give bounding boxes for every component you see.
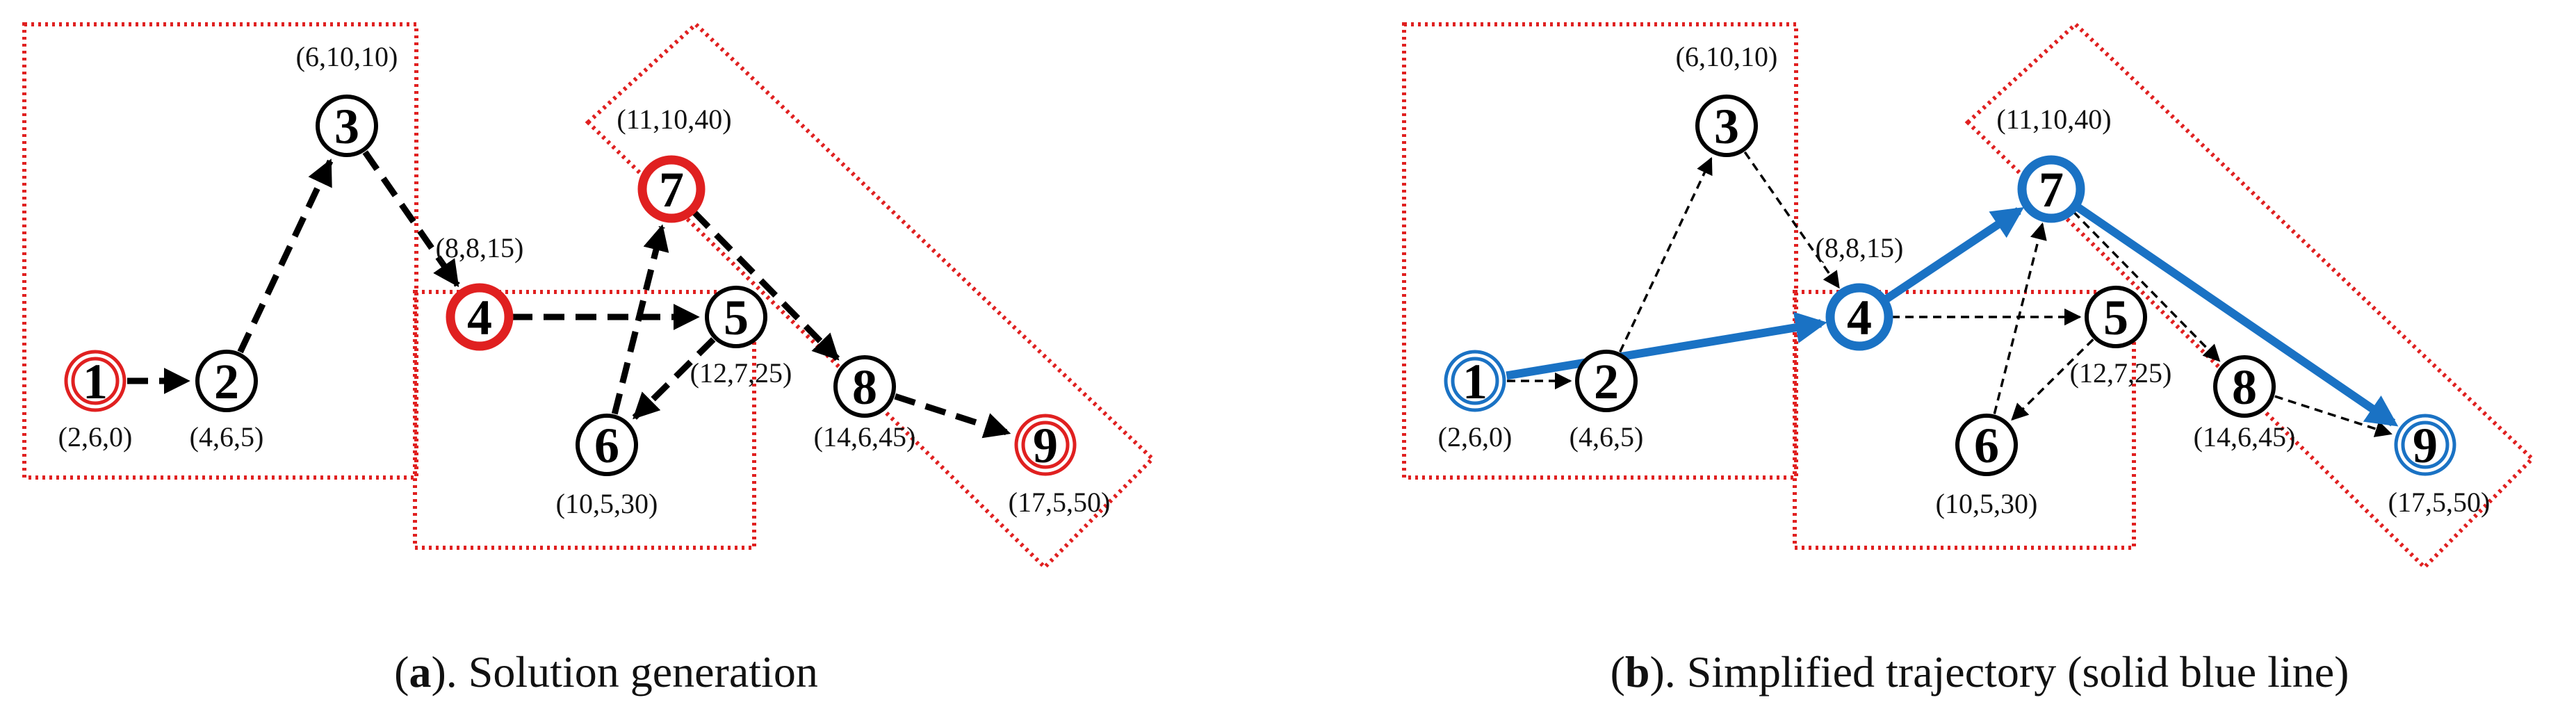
node-2-coordinate: (4,6,5) <box>190 421 264 453</box>
panel-b-region-boxes <box>1402 21 2536 571</box>
edge-6-to-7 <box>611 224 669 415</box>
node-8-label: 8 <box>852 359 877 415</box>
panel-b-caption: (b). Simplified trajectory (solid blue l… <box>1611 647 2349 697</box>
panel-b-edges <box>1506 151 2399 437</box>
node-4-coordinate: (8,8,15) <box>436 232 524 263</box>
node-1-coordinate: (2,6,0) <box>1438 421 1513 453</box>
node-8: 8 <box>2213 355 2276 418</box>
node-5-coordinate: (12,7,25) <box>2070 357 2172 389</box>
panel-a-nodes: 1 (2,6,0) 2 (4,6,5) 3 (6,10,10) 4 (8,8,15) 5 (12,… <box>58 41 1111 519</box>
node-4: 4 <box>446 283 514 351</box>
node-5-label: 5 <box>724 290 749 345</box>
edge-1-to-4-trajectory <box>1506 311 1827 380</box>
edge-3-to-4 <box>1743 151 1840 289</box>
region-box-2 <box>1793 290 2136 550</box>
node-4-coordinate: (8,8,15) <box>1816 232 1904 263</box>
node-9-coordinate: (17,5,50) <box>1009 487 1111 518</box>
panel-a-solution-generation: 1 (2,6,0) 2 (4,6,5) 3 (6,10,10) 4 (8,8,15) 5 (12,… <box>22 21 1156 697</box>
edge-2-to-3 <box>237 158 334 354</box>
panel-b-nodes: 1 (2,6,0) 2 (4,6,5) 3 (6,10,10) 4 (8,8,15) 5 (12,… <box>1438 41 2491 519</box>
node-7-coordinate: (11,10,40) <box>617 104 731 135</box>
edge-2-to-3 <box>1619 156 1713 353</box>
panel-a-caption: (a). Solution generation <box>394 647 818 697</box>
node-6-coordinate: (10,5,30) <box>556 488 658 519</box>
edge-7-to-8 <box>2072 211 2221 362</box>
node-8-label: 8 <box>2232 359 2257 415</box>
region-box-3 <box>1964 21 2536 571</box>
node-3: 3 <box>316 95 378 157</box>
node-3-coordinate: (6,10,10) <box>296 41 398 72</box>
node-7: 7 <box>637 155 706 223</box>
panel-b-simplified-trajectory: 1 (2,6,0) 2 (4,6,5) 3 (6,10,10) 4 (8,8,15) 5 (12,… <box>1402 21 2536 697</box>
node-6-label: 6 <box>594 418 619 473</box>
node-8-coordinate: (14,6,45) <box>2194 421 2296 453</box>
node-5: 5 <box>2085 286 2147 348</box>
node-9-label: 9 <box>1033 418 1058 473</box>
node-4-label: 4 <box>467 290 492 345</box>
node-1-label: 1 <box>1462 354 1487 409</box>
node-8: 8 <box>833 355 896 418</box>
node-7-label: 7 <box>2039 162 2064 218</box>
node-9-label: 9 <box>2413 418 2438 473</box>
node-1: 1 <box>64 350 127 412</box>
node-7-label: 7 <box>659 162 684 218</box>
edge-6-to-7 <box>1993 222 2047 414</box>
edge-8-to-9 <box>894 393 1011 439</box>
edge-8-to-9 <box>2274 395 2392 437</box>
node-1-coordinate: (2,6,0) <box>58 421 133 453</box>
node-9: 9 <box>1014 414 1077 476</box>
node-3-coordinate: (6,10,10) <box>1676 41 1778 72</box>
node-2-label: 2 <box>214 354 239 409</box>
node-5-label: 5 <box>2103 290 2128 345</box>
node-6: 6 <box>576 414 638 476</box>
panel-a-region-boxes <box>22 21 1156 571</box>
node-3-label: 3 <box>334 99 359 154</box>
edge-7-to-9-trajectory <box>2075 204 2399 427</box>
node-6-label: 6 <box>1974 418 1999 473</box>
region-box-1 <box>1402 22 1798 480</box>
edge-3-to-4 <box>362 150 460 288</box>
node-3: 3 <box>1695 95 1758 157</box>
node-4: 4 <box>1825 283 1893 351</box>
node-9-coordinate: (17,5,50) <box>2388 487 2491 518</box>
region-box-3 <box>585 21 1156 571</box>
node-8-coordinate: (14,6,45) <box>814 421 916 453</box>
node-2-label: 2 <box>1594 354 1619 409</box>
edge-7-to-8 <box>691 209 840 361</box>
node-4-label: 4 <box>1847 290 1872 345</box>
node-3-label: 3 <box>1714 99 1739 154</box>
region-box-2 <box>413 290 756 550</box>
region-box-1 <box>22 22 418 480</box>
node-1-label: 1 <box>83 354 108 409</box>
edge-4-to-7-trajectory <box>1883 207 2024 303</box>
node-2-coordinate: (4,6,5) <box>1570 421 1644 453</box>
node-1: 1 <box>1444 350 1506 412</box>
node-7-coordinate: (11,10,40) <box>1996 104 2111 135</box>
node-5: 5 <box>705 286 767 348</box>
edge-5-to-6 <box>2011 339 2094 421</box>
node-6: 6 <box>1955 414 2018 476</box>
edge-5-to-6 <box>632 337 716 420</box>
node-7: 7 <box>2017 155 2085 223</box>
node-2: 2 <box>195 350 258 412</box>
node-5-coordinate: (12,7,25) <box>690 357 792 389</box>
node-6-coordinate: (10,5,30) <box>1936 488 2038 519</box>
node-9: 9 <box>2394 414 2456 476</box>
panel-a-edges <box>127 150 1011 439</box>
node-2: 2 <box>1575 350 1638 412</box>
